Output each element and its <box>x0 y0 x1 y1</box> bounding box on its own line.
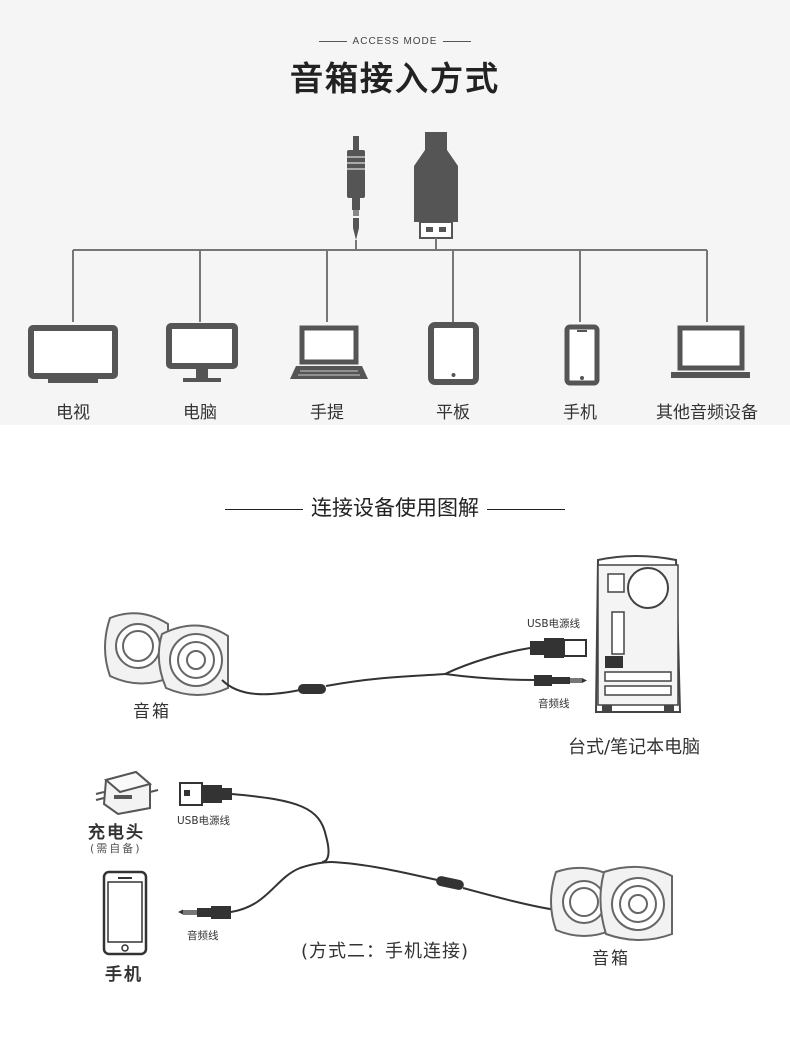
device-label-tv: 电视 <box>56 403 90 423</box>
phone-icon <box>564 324 600 386</box>
speaker-label: 音箱 <box>592 949 630 969</box>
usb-plug-icon <box>414 132 458 239</box>
page-title: 音箱接入方式 <box>290 59 500 98</box>
laptop-icon <box>290 325 368 379</box>
audio-jack-icon <box>534 675 587 686</box>
audio-cable-label: 音频线 <box>187 930 219 942</box>
access-mode-band <box>0 0 790 425</box>
subtitle-text: ACCESS MODE <box>352 36 438 47</box>
device-label-phone: 手机 <box>563 403 597 423</box>
phone-label: 手机 <box>105 965 143 985</box>
inline-volume-switch <box>298 684 326 694</box>
heading-rule-left <box>225 508 303 510</box>
usb-cable-label: USB电源线 <box>527 618 581 630</box>
speaker-pair-icon <box>104 612 229 696</box>
usb-connector-icon <box>530 638 587 658</box>
charger-label: 充电头 <box>88 823 145 843</box>
device-label-tablet: 平板 <box>436 403 470 423</box>
device-label-other-audio: 其他音频设备 <box>656 403 758 423</box>
phone-mode-label: (方式二：手机连接) <box>301 941 470 962</box>
laptop-icon <box>671 325 750 378</box>
device-label-laptop: 手提 <box>310 403 344 423</box>
cable-to-phone <box>230 793 557 913</box>
diagram-heading: 连接设备使用图解 <box>0 492 790 522</box>
inline-volume-switch <box>436 876 464 890</box>
usb-connector-icon <box>179 782 232 806</box>
computer-label: 台式/笔记本电脑 <box>568 737 701 758</box>
section-subtitle: ACCESS MODE <box>0 36 790 47</box>
diagram-heading-text: 连接设备使用图解 <box>311 496 479 520</box>
usb-cable-label: USB电源线 <box>177 815 231 827</box>
aux-plug-icon <box>347 136 365 240</box>
subtitle-rule-right <box>443 40 472 42</box>
monitor-icon <box>166 323 238 382</box>
distribution-lines <box>72 238 708 322</box>
heading-rule-right <box>487 508 565 510</box>
phone-icon <box>102 870 148 956</box>
audio-jack-icon <box>178 906 231 919</box>
subtitle-rule-left <box>318 40 347 42</box>
device-label-computer: 电脑 <box>183 403 217 423</box>
desktop-tower-icon <box>594 555 682 713</box>
tablet-icon <box>428 322 479 385</box>
speaker-label: 音箱 <box>133 702 171 722</box>
tv-icon <box>28 325 118 383</box>
speaker-pair-icon <box>550 865 673 941</box>
cable-to-computer <box>221 647 537 696</box>
audio-cable-label: 音频线 <box>538 698 570 710</box>
charger-note: (需自备) <box>90 842 142 855</box>
charger-icon <box>95 770 159 816</box>
